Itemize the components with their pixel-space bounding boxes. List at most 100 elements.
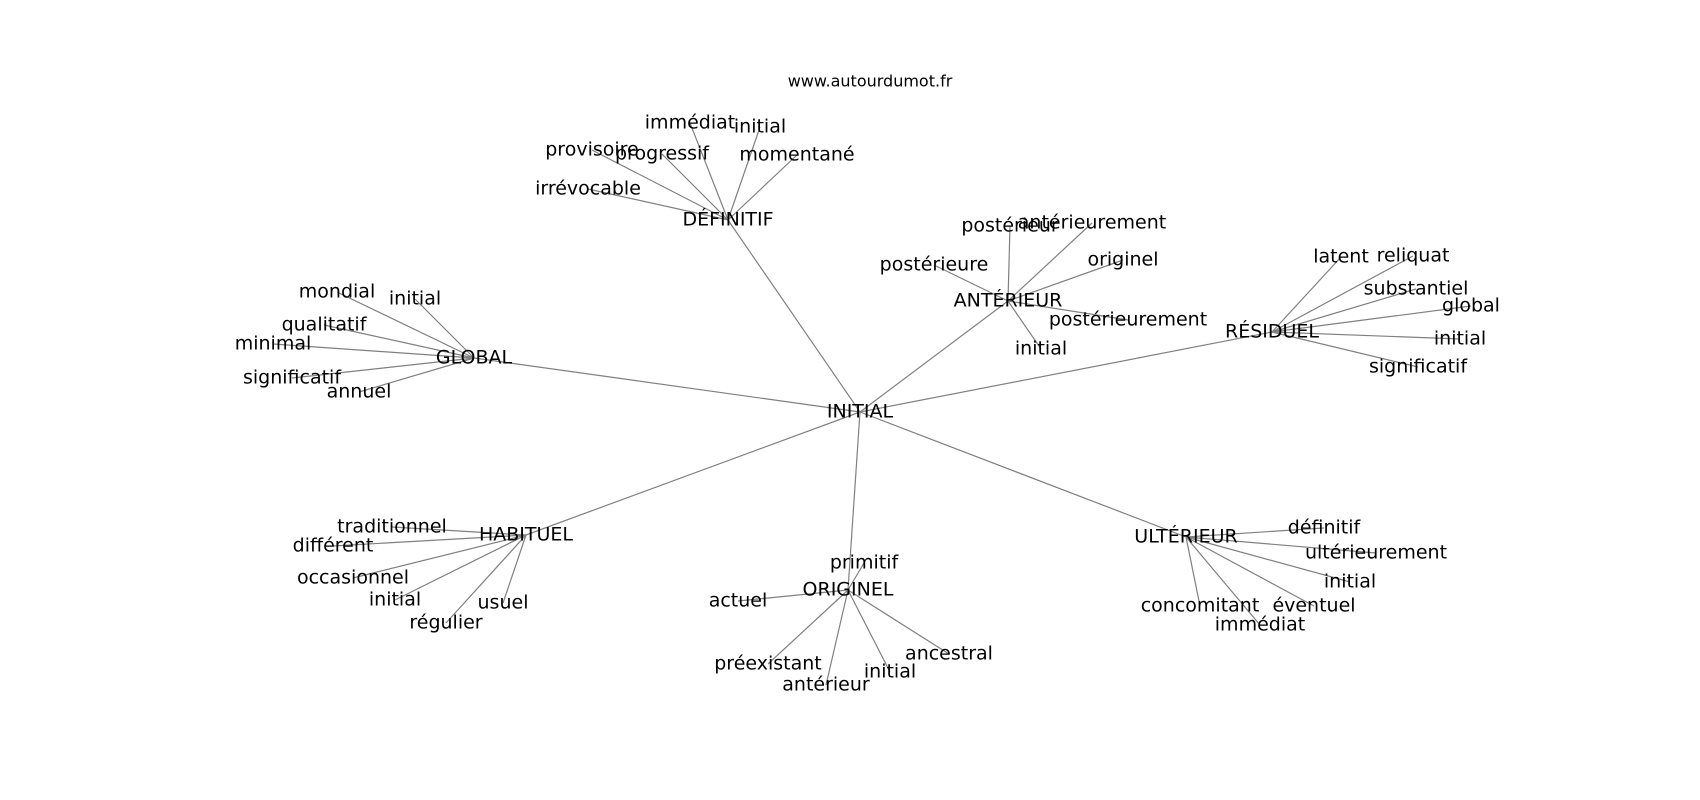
edge-anterieur-posterieur <box>1007 225 1011 302</box>
edge-residuel-latent <box>1271 256 1342 333</box>
hub-node-definitif[interactable]: DÉFINITIF <box>682 208 773 231</box>
hub-node-residuel[interactable]: RÉSIDUEL <box>1225 320 1319 343</box>
leaf-node-ulterieur-initial[interactable]: initial <box>1324 571 1376 593</box>
edge-global-annuel <box>358 357 475 393</box>
leaf-node-anterieur-initial[interactable]: initial <box>1015 338 1067 360</box>
leaf-node-global-minimal[interactable]: minimal <box>235 333 312 355</box>
leaf-node-residuel-latent[interactable]: latent <box>1313 246 1369 268</box>
leaf-node-residuel-substantiel[interactable]: substantiel <box>1364 278 1469 300</box>
center-node[interactable]: INITIAL <box>827 401 894 423</box>
edge-habituel-traditionnel <box>391 526 527 536</box>
edge-ulterieur-concomitant <box>1185 536 1201 607</box>
edge-anterieur-initial <box>1007 300 1042 350</box>
leaf-node-global-qualitatif[interactable]: qualitatif <box>282 314 368 336</box>
edge-originel-ancestral <box>847 589 950 655</box>
edge-habituel-usuel <box>502 534 527 604</box>
edge-initial-anterieur <box>859 300 1009 413</box>
edge-initial-residuel <box>859 331 1273 413</box>
leaf-node-ulterieur-definitif[interactable]: définitif <box>1288 517 1362 539</box>
edge-residuel-reliquat <box>1271 255 1414 333</box>
leaf-node-anterieur-anterieurement[interactable]: antérieurement <box>1018 212 1166 234</box>
edge-habituel-initial <box>394 534 527 601</box>
edge-residuel-significatif <box>1271 331 1419 368</box>
leaf-node-anterieur-originel[interactable]: originel <box>1087 249 1158 271</box>
leaf-node-habituel-occasionnel[interactable]: occasionnel <box>297 567 409 589</box>
leaf-node-residuel-global[interactable]: global <box>1442 295 1500 317</box>
edge-initial-habituel <box>525 411 861 536</box>
leaf-node-definitif-momentane[interactable]: momentané <box>739 144 854 166</box>
edge-ulterieur-ulterieurement <box>1185 536 1377 554</box>
hub-node-habituel[interactable]: HABITUEL <box>479 524 573 546</box>
edge-anterieur-posterieure <box>933 264 1009 302</box>
leaf-node-definitif-initial[interactable]: initial <box>734 116 786 138</box>
source-credit: www.autourdumot.fr <box>788 72 953 91</box>
leaf-node-anterieur-posterieure[interactable]: postérieure <box>880 254 989 276</box>
leaf-node-global-significatif[interactable]: significatif <box>243 367 342 389</box>
leaf-node-originel-preexistant[interactable]: préexistant <box>714 653 822 675</box>
edge-anterieur-posterieurement <box>1007 300 1129 321</box>
edge-global-mondial <box>336 291 475 359</box>
hub-node-global[interactable]: GLOBAL <box>436 347 513 369</box>
edge-global-initial <box>414 298 475 359</box>
edge-anterieur-anterieurement <box>1007 222 1093 302</box>
edge-definitif-initial <box>727 126 761 221</box>
edge-ulterieur-immediat <box>1185 536 1261 626</box>
edge-definitif-provisoire <box>591 149 729 221</box>
edge-originel-primitif <box>847 562 865 591</box>
edge-global-significatif <box>291 357 475 379</box>
leaf-node-definitif-irrevocable[interactable]: irrévocable <box>535 178 641 200</box>
leaf-node-habituel-traditionnel[interactable]: traditionnel <box>337 516 447 538</box>
edge-ulterieur-definitif <box>1185 527 1325 538</box>
edge-initial-definitif <box>727 219 861 413</box>
edge-definitif-momentane <box>727 154 798 221</box>
hub-node-ulterieur[interactable]: ULTÉRIEUR <box>1134 525 1237 548</box>
graph-edges <box>272 122 1472 686</box>
leaf-node-ulterieur-concomitant[interactable]: concomitant <box>1141 595 1260 617</box>
leaf-node-ulterieur-immediat[interactable]: immédiat <box>1215 614 1305 636</box>
leaf-node-residuel-reliquat[interactable]: reliquat <box>1377 245 1450 267</box>
edge-originel-actuel <box>737 589 849 602</box>
edge-definitif-progressif <box>661 153 729 221</box>
edge-habituel-different <box>332 534 527 547</box>
edge-ulterieur-initial <box>1185 536 1351 583</box>
leaf-node-definitif-immediat[interactable]: immédiat <box>645 112 735 134</box>
edge-originel-preexistant <box>767 589 849 665</box>
edge-ulterieur-eventuel <box>1185 536 1315 607</box>
leaf-node-habituel-usuel[interactable]: usuel <box>478 592 529 614</box>
leaf-node-ulterieur-eventuel[interactable]: éventuel <box>1272 595 1355 617</box>
leaf-node-definitif-provisoire[interactable]: provisoire <box>545 139 639 161</box>
leaf-node-habituel-initial[interactable]: initial <box>369 589 421 611</box>
leaf-node-originel-ancestral[interactable]: ancestral <box>905 643 993 665</box>
edge-global-qualitatif <box>323 324 475 359</box>
leaf-node-habituel-different[interactable]: différent <box>293 535 374 557</box>
leaf-node-global-annuel[interactable]: annuel <box>327 381 392 403</box>
edge-originel-initial <box>847 589 891 673</box>
edge-initial-global <box>473 357 861 413</box>
leaf-node-originel-actuel[interactable]: actuel <box>709 590 768 612</box>
edge-originel-anterieur <box>825 589 849 686</box>
hub-node-anterieur[interactable]: ANTÉRIEUR <box>954 289 1063 312</box>
edge-definitif-irrevocable <box>587 188 729 221</box>
edge-initial-originel <box>847 411 861 591</box>
leaf-node-habituel-regulier[interactable]: régulier <box>409 612 482 634</box>
leaf-node-global-initial[interactable]: initial <box>389 288 441 310</box>
leaf-node-anterieur-posterieurement[interactable]: postérieurement <box>1049 309 1207 331</box>
edge-global-minimal <box>272 343 475 359</box>
edge-initial-ulterieur <box>859 411 1187 538</box>
leaf-node-ulterieur-ulterieurement[interactable]: ultérieurement <box>1305 542 1447 564</box>
leaf-node-definitif-progressif[interactable]: progressif <box>615 143 710 165</box>
edge-residuel-substantiel <box>1271 288 1417 333</box>
edge-habituel-occasionnel <box>352 534 527 579</box>
leaf-node-originel-anterieur[interactable]: antérieur <box>782 674 870 696</box>
leaf-node-anterieur-posterieur[interactable]: postérieur <box>961 215 1059 237</box>
leaf-node-originel-primitif[interactable]: primitif <box>830 552 900 574</box>
leaf-node-global-mondial[interactable]: mondial <box>299 281 375 303</box>
leaf-node-residuel-significatif[interactable]: significatif <box>1369 356 1468 378</box>
hub-node-originel[interactable]: ORIGINEL <box>803 579 894 601</box>
edge-definitif-immediat <box>689 122 729 221</box>
edge-anterieur-originel <box>1007 259 1124 302</box>
edge-residuel-global <box>1271 305 1472 333</box>
leaf-node-originel-initial[interactable]: initial <box>864 661 916 683</box>
leaf-node-residuel-initial[interactable]: initial <box>1434 328 1486 350</box>
